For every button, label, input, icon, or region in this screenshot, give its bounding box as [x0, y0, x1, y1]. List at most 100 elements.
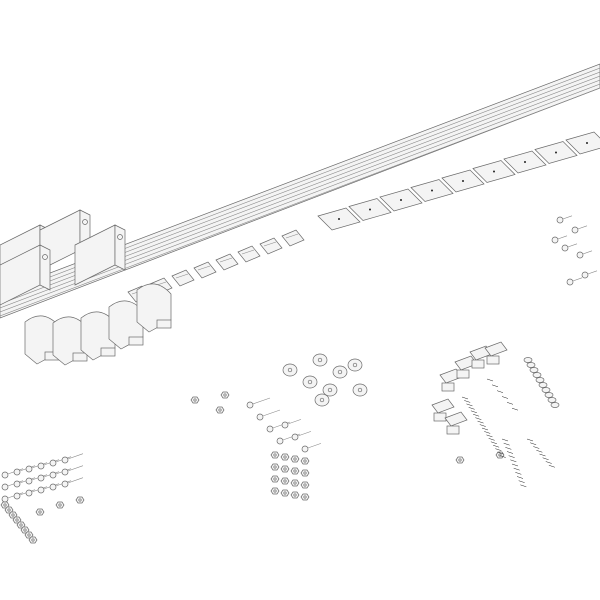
roller-hanger	[52, 316, 88, 366]
guide-clip	[193, 261, 217, 279]
springs	[461, 378, 555, 488]
wall-bracket	[0, 244, 51, 306]
bolt	[301, 443, 322, 453]
spring	[486, 378, 519, 411]
nut	[300, 469, 310, 477]
washer	[550, 402, 560, 408]
nut	[12, 516, 22, 524]
nut	[24, 531, 34, 539]
nut	[280, 465, 290, 473]
bolt	[281, 419, 302, 429]
guide-clip	[171, 269, 195, 287]
washer	[302, 375, 318, 389]
nut	[16, 521, 26, 529]
nut	[300, 493, 310, 501]
bolt	[49, 456, 72, 467]
rail	[0, 63, 600, 319]
washer	[332, 365, 348, 379]
bolt	[291, 431, 312, 441]
flat-plate	[472, 160, 516, 183]
flat-plate	[348, 198, 392, 221]
nut	[280, 453, 290, 461]
bolt	[246, 397, 271, 409]
nut	[270, 463, 280, 471]
bolt	[37, 459, 60, 470]
washer	[282, 363, 298, 377]
washer	[523, 357, 533, 363]
nut	[270, 475, 280, 483]
bolt	[61, 477, 84, 488]
nut	[35, 508, 45, 516]
nut	[270, 487, 280, 495]
wall-brackets	[0, 209, 126, 306]
washer	[322, 383, 338, 397]
bolt	[561, 243, 578, 252]
bolt	[581, 270, 598, 279]
washer	[529, 367, 539, 373]
nut	[75, 496, 85, 504]
spring	[526, 438, 555, 468]
flat-plate	[410, 179, 454, 202]
nut	[455, 456, 465, 464]
flat-plate	[379, 188, 423, 212]
bolt	[61, 465, 84, 476]
nut	[215, 406, 225, 414]
small-bracket	[444, 411, 468, 435]
small-bracket	[484, 341, 508, 365]
wall-bracket	[74, 224, 126, 286]
nut	[190, 396, 200, 404]
flat-plate	[534, 141, 578, 164]
small-bracket	[454, 355, 478, 379]
nut	[220, 391, 230, 399]
rail-body	[0, 63, 600, 319]
bolt	[556, 215, 573, 224]
nut	[28, 536, 38, 544]
guide-clips	[127, 229, 305, 303]
nut	[300, 457, 310, 465]
washer	[314, 393, 330, 407]
nut	[280, 489, 290, 497]
washer	[535, 377, 545, 383]
nut	[8, 511, 18, 519]
nut	[55, 501, 65, 509]
small-brackets	[431, 341, 508, 435]
small-bracket	[439, 368, 463, 392]
nut	[4, 506, 14, 514]
bolt	[576, 250, 593, 259]
flat-plate	[441, 169, 485, 193]
roller-hanger	[24, 315, 60, 365]
washer	[347, 358, 363, 372]
nut	[290, 455, 300, 463]
bolt	[256, 409, 281, 421]
bolts	[1, 215, 598, 503]
roller-hanger	[80, 311, 116, 361]
washer	[538, 382, 548, 388]
guide-clip	[281, 229, 305, 247]
washers	[282, 353, 560, 408]
bolt	[266, 421, 291, 433]
roller-hanger	[108, 300, 144, 350]
spring	[461, 396, 506, 458]
washer	[544, 392, 554, 398]
bolt	[571, 225, 588, 234]
nut	[290, 479, 300, 487]
flat-plate	[503, 150, 547, 174]
nut	[20, 526, 30, 534]
washer	[312, 353, 328, 367]
flat-plate	[565, 131, 600, 155]
bolt	[49, 468, 72, 479]
nut	[290, 467, 300, 475]
washer	[547, 397, 557, 403]
bolt	[566, 277, 583, 286]
flat-plates	[317, 131, 600, 231]
bolt	[61, 453, 84, 464]
washer	[352, 383, 368, 397]
nut	[270, 451, 280, 459]
small-bracket	[431, 398, 455, 422]
washer	[526, 362, 536, 368]
nut	[280, 477, 290, 485]
nut	[290, 491, 300, 499]
washer	[532, 372, 542, 378]
flat-plate	[317, 207, 361, 231]
